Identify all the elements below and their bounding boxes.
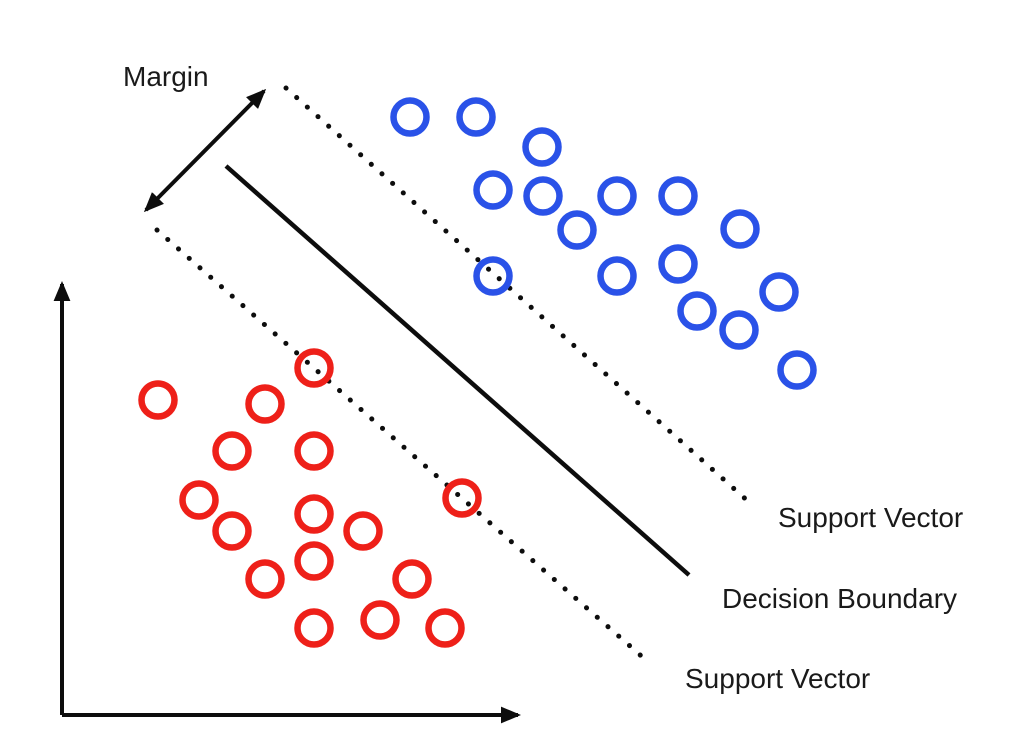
class-red-point xyxy=(442,478,482,518)
margin-arrow xyxy=(143,88,267,213)
class-blue-point xyxy=(597,256,637,296)
support-vector-line-top xyxy=(283,85,753,506)
axes xyxy=(53,281,521,724)
class-blue-point xyxy=(456,97,496,137)
margin-label: Margin xyxy=(123,61,209,92)
class-red-point xyxy=(245,559,285,599)
class-blue-point xyxy=(597,176,637,216)
class-red-point xyxy=(425,608,465,648)
class-blue-point xyxy=(557,210,597,250)
class-red-point xyxy=(245,384,285,424)
class-blue-point xyxy=(390,97,430,137)
support-vector-bottom-label: Support Vector xyxy=(685,663,870,694)
support-vector-line-bottom xyxy=(154,227,650,664)
class-red-point xyxy=(360,600,400,640)
class-red-point xyxy=(179,480,219,520)
class-blue-point xyxy=(677,291,717,331)
class-red-point xyxy=(212,431,252,471)
class-red-point xyxy=(294,348,334,388)
class-blue-point xyxy=(523,176,563,216)
class-red-point xyxy=(212,511,252,551)
decision-boundary-line xyxy=(224,164,691,577)
class-red-point xyxy=(294,541,334,581)
class-red-point xyxy=(343,511,383,551)
class-blue-point xyxy=(759,272,799,312)
class-blue-point xyxy=(658,176,698,216)
class-red-point xyxy=(294,431,334,471)
class-red-point xyxy=(294,494,334,534)
class-blue-point xyxy=(473,170,513,210)
class-blue-point xyxy=(719,310,759,350)
class-red-point xyxy=(392,559,432,599)
class-blue-point xyxy=(720,209,760,249)
class-blue-point xyxy=(473,256,513,296)
support-vector-top-label: Support Vector xyxy=(778,502,963,533)
decision-boundary-label: Decision Boundary xyxy=(722,583,957,614)
class-blue-point xyxy=(658,244,698,284)
red-class-points xyxy=(138,348,482,648)
class-red-point xyxy=(138,380,178,420)
class-red-point xyxy=(294,608,334,648)
class-blue-point xyxy=(777,350,817,390)
class-blue-point xyxy=(522,127,562,167)
blue-class-points xyxy=(390,97,817,390)
